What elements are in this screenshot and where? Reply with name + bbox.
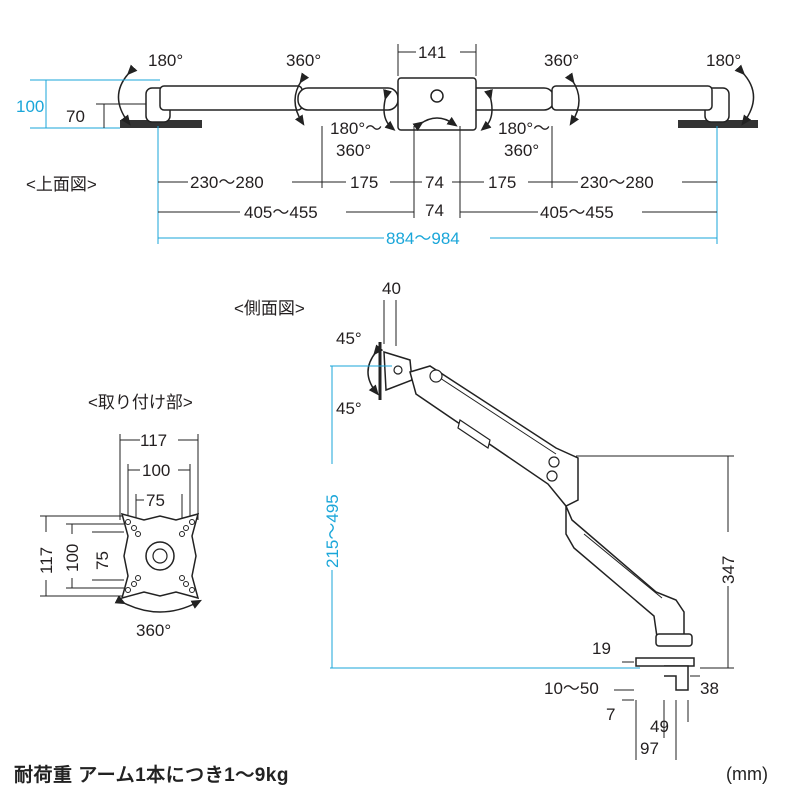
rotation-label: 180°～ [498, 119, 550, 138]
lower-arm [565, 505, 685, 645]
center-width-label: 141 [418, 43, 446, 62]
mount-view: <取り付け部> 117 100 75 117 100 75 [37, 393, 202, 640]
dim-label: 7 [606, 705, 615, 724]
rotation-arrow-icon [734, 64, 755, 126]
dim-label: 117 [140, 431, 167, 450]
rotation-label: 360° [504, 141, 539, 160]
rotation-label: 360° [336, 141, 371, 160]
dim-label: 175 [350, 173, 378, 192]
dim-label: 100 [142, 461, 170, 480]
dim-label: 10～50 [544, 679, 599, 698]
left-inner-arm [297, 87, 399, 111]
dim-label: 117 [37, 547, 56, 574]
rotation-label: 360° [136, 621, 171, 640]
vesa-holes [125, 519, 195, 593]
side-view: <側面図> 40 45° 45° 215～495 347 19 [234, 279, 738, 760]
dim-label: 175 [488, 173, 516, 192]
rotation-arrow-icon [294, 72, 310, 126]
dim-label: 75 [146, 491, 165, 510]
right-base-plate [678, 120, 758, 128]
dim-label: 230～280 [580, 173, 654, 192]
rotation-arrow-icon [412, 116, 458, 132]
dim-label: 49 [650, 717, 669, 736]
height-range-label: 215～495 [323, 494, 342, 568]
rotation-arrow-icon [117, 64, 138, 126]
tilt-label: 45° [336, 399, 362, 418]
upper-arm [409, 365, 579, 507]
mount-view-title: <取り付け部> [88, 393, 193, 412]
rotation-arrow-icon [480, 89, 493, 131]
dim-label: 230～280 [190, 173, 264, 192]
desk-clamp-top [635, 657, 695, 667]
dim-label: 405～455 [244, 203, 318, 222]
dim-label: 19 [592, 639, 611, 658]
load-capacity-note: 耐荷重 アーム1本につき1～9kg [14, 765, 289, 786]
rotation-label: 180° [706, 51, 741, 70]
pole-height-label: 347 [719, 556, 738, 584]
center-mount [397, 77, 477, 131]
depth-label: 40 [382, 279, 401, 298]
side-view-title: <側面図> [234, 299, 305, 318]
left-base-plate [120, 120, 202, 128]
left-outer-arm [159, 85, 303, 111]
tilt-label: 45° [336, 329, 362, 348]
top-view: 141 180° 180° 360° 360° 180°～ 360° 180°～… [16, 43, 758, 248]
dim-label: 405～455 [540, 203, 614, 222]
height-base-label: 70 [66, 107, 85, 126]
dim-label: 97 [640, 739, 659, 758]
dim-label: 100 [63, 544, 82, 572]
dim-label: 75 [93, 551, 112, 570]
rotation-label: 360° [544, 51, 579, 70]
height-total-label: 100 [16, 97, 44, 116]
rotation-arrow-icon [564, 72, 580, 126]
total-width-label: 884～984 [386, 229, 460, 248]
rotation-arrow-icon [114, 595, 202, 613]
dim-label: 74 [425, 173, 444, 192]
dim-label: 74 [425, 201, 444, 220]
desk-clamp-screw [664, 665, 689, 691]
unit-label: (mm) [726, 764, 768, 784]
rotation-label: 360° [286, 51, 321, 70]
tilt-arrow-icon [367, 344, 384, 396]
rotation-label: 180°～ [330, 119, 382, 138]
rotation-arrow-icon [383, 89, 396, 131]
dim-label: 38 [700, 679, 719, 698]
right-outer-arm [551, 85, 713, 111]
center-hub [430, 89, 444, 103]
rotation-label: 180° [148, 51, 183, 70]
pole-base [655, 633, 693, 647]
top-view-title: <上面図> [26, 175, 97, 194]
